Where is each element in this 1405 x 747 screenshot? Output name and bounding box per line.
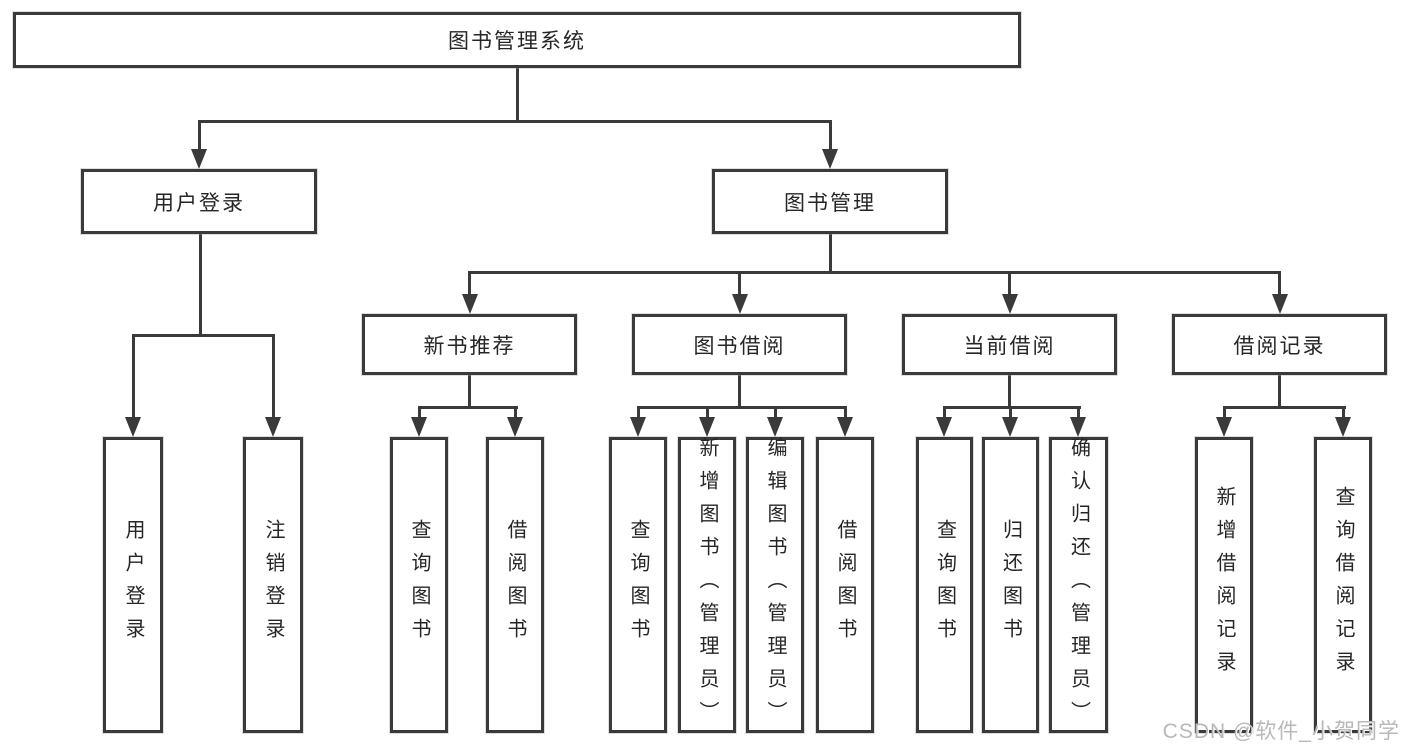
connector-borrowrecord-stub (1278, 375, 1281, 408)
arrowhead-borrow-record (1272, 294, 1288, 314)
node-leaf-add-books-admin: 新增图书（管理员） (678, 436, 736, 734)
arrowhead-bb-query (630, 417, 646, 437)
node-leaf-recommend-query-books: 查询图书 (390, 437, 448, 733)
csdn-watermark: CSDN @软件_小贺同学 (1162, 720, 1400, 743)
leaf-label: 查询图书 (408, 519, 430, 651)
leaf-label: 注销登录 (262, 519, 284, 651)
arrowhead-br-add (1216, 417, 1232, 437)
connector-stem-cb-return (1009, 406, 1012, 420)
connector-stem-newbook-query (418, 406, 421, 420)
node-book-management-label: 图书管理 (784, 191, 876, 215)
connector-bookmgmt-stub (829, 234, 832, 273)
arrowhead-login-leaf (125, 417, 141, 437)
connector-newbook-hline (418, 406, 518, 409)
leaf-label: 确认归还（管理员） (1067, 436, 1090, 734)
connector-stem-br-add (1223, 406, 1226, 420)
node-new-book-recommend-label: 新书推荐 (423, 334, 516, 358)
arrowhead-logout-leaf (265, 417, 281, 437)
leaf-label: 归还图书 (999, 519, 1022, 651)
node-leaf-query-borrow-record: 查询借阅记录 (1314, 437, 1372, 733)
node-new-book-recommend: 新书推荐 (362, 314, 577, 375)
connector-bookborrow-stub (738, 375, 741, 408)
leaf-label: 新增借阅记录 (1213, 486, 1235, 684)
connector-stem-bb-borrow (844, 406, 847, 420)
connector-bookborrow-hline (637, 406, 847, 409)
arrowhead-newbook-borrow (507, 417, 523, 437)
connector-stem-cb-confirm (1077, 406, 1080, 420)
connector-stem-newbook-borrow (514, 406, 517, 420)
leaf-label: 编辑图书（管理员） (764, 436, 786, 734)
node-borrow-record-label: 借阅记录 (1233, 334, 1326, 358)
node-leaf-borrow-books: 借阅图书 (816, 437, 874, 733)
leaf-label: 用户登录 (122, 519, 144, 651)
arrowhead-user-login (191, 149, 207, 169)
connector-root-stub (516, 68, 519, 121)
leaf-label: 查询借阅记录 (1332, 486, 1354, 684)
node-book-management: 图书管理 (712, 169, 948, 234)
leaf-label: 新增图书（管理员） (696, 436, 718, 734)
connector-currentborrow-hline (943, 406, 1081, 409)
node-current-borrow-label: 当前借阅 (963, 334, 1056, 358)
connector-userlogin-stub (199, 234, 202, 336)
arrowhead-book-borrow (732, 294, 748, 314)
leaf-label: 借阅图书 (504, 519, 526, 651)
connector-stem-user-login (198, 120, 201, 152)
arrowhead-cb-query (936, 417, 952, 437)
arrowhead-bb-add (699, 417, 715, 437)
connector-stem-bb-add (706, 406, 709, 420)
arrowhead-bb-borrow (837, 417, 853, 437)
connector-userlogin-hline (132, 334, 275, 337)
connector-currentborrow-stub (1008, 375, 1011, 408)
connector-bookmgmt-hline (468, 271, 1281, 274)
node-leaf-current-query-books: 查询图书 (916, 437, 973, 733)
connector-stem-br-query (1342, 406, 1345, 420)
node-book-borrow-label: 图书借阅 (693, 334, 786, 358)
node-user-login-label: 用户登录 (153, 191, 245, 215)
connector-stem-bb-edit (774, 406, 777, 420)
connector-root-hline (198, 120, 832, 123)
connector-newbook-stub (468, 375, 471, 408)
connector-stem-current-borrow (1008, 271, 1011, 297)
arrowhead-current-borrow (1002, 294, 1018, 314)
node-root-label: 图书管理系统 (448, 30, 586, 53)
arrowhead-br-query (1335, 417, 1351, 437)
connector-stem-book-mgmt (829, 120, 832, 152)
arrowhead-cb-confirm (1070, 417, 1086, 437)
node-borrow-record: 借阅记录 (1172, 314, 1387, 375)
arrowhead-new-book (462, 294, 478, 314)
connector-stem-book-borrow (738, 271, 741, 297)
leaf-label: 查询图书 (627, 519, 649, 651)
connector-borrowrecord-hline (1223, 406, 1346, 409)
node-user-login: 用户登录 (81, 169, 317, 234)
arrowhead-cb-return (1002, 417, 1018, 437)
connector-stem-bb-query (637, 406, 640, 420)
connector-stem-cb-query (943, 406, 946, 420)
node-leaf-user-login: 用户登录 (103, 437, 163, 733)
node-leaf-confirm-return-admin: 确认归还（管理员） (1049, 436, 1108, 734)
node-root-library-system: 图书管理系统 (13, 12, 1021, 68)
node-current-borrow: 当前借阅 (902, 314, 1117, 375)
leaf-label: 借阅图书 (834, 519, 856, 651)
leaf-label: 查询图书 (933, 519, 956, 651)
node-leaf-logout: 注销登录 (243, 437, 303, 733)
arrowhead-bb-edit (767, 417, 783, 437)
connector-stem-new-book (468, 271, 471, 297)
connector-stem-login-leaf (132, 334, 135, 420)
arrowhead-newbook-query (411, 417, 427, 437)
node-leaf-borrow-query-books: 查询图书 (609, 437, 667, 733)
connector-stem-borrow-record (1278, 271, 1281, 297)
arrowhead-book-mgmt (822, 149, 838, 169)
connector-stem-logout-leaf (272, 334, 275, 420)
node-leaf-add-borrow-record: 新增借阅记录 (1195, 437, 1253, 733)
node-book-borrow: 图书借阅 (632, 314, 847, 375)
node-leaf-recommend-borrow-books: 借阅图书 (486, 437, 544, 733)
node-leaf-edit-books-admin: 编辑图书（管理员） (746, 436, 804, 734)
node-leaf-return-books: 归还图书 (982, 437, 1039, 733)
